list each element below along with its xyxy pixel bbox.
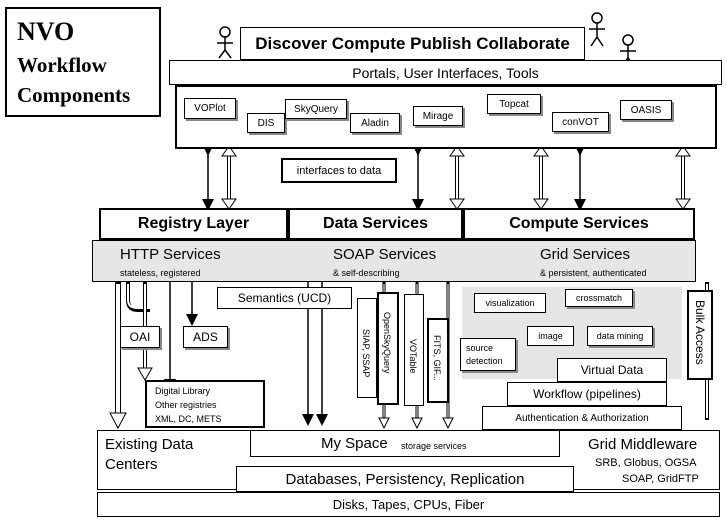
title-line-2: Workflow — [17, 53, 107, 77]
library-line-1: Digital Library — [155, 386, 211, 396]
soap-services-sub: & self-describing — [333, 268, 400, 278]
source-label: source — [466, 343, 494, 353]
votable-label: VOTable — [408, 339, 418, 374]
interfaces-label: interfaces to data — [281, 158, 397, 183]
bulk-access-label: Bulk Access — [693, 300, 707, 365]
openskyquery-box: OpenSkyQuery — [377, 292, 399, 405]
source-detection-box: source detection — [460, 338, 516, 371]
disks-box: Disks, Tapes, CPUs, Fiber — [97, 492, 720, 517]
banner: Discover Compute Publish Collaborate — [240, 27, 585, 60]
digital-library-box: Digital Library Other registries XML, DC… — [145, 380, 265, 428]
tool-aladin: Aladin — [350, 113, 400, 133]
workflow-pipelines: Workflow (pipelines) — [507, 382, 667, 406]
crossmatch-box: crossmatch — [565, 289, 633, 307]
virtual-data: Virtual Data — [557, 358, 667, 382]
grid-middleware-2: SOAP, GridFTP — [622, 473, 699, 485]
existing-data-1: Existing Data — [105, 436, 194, 453]
myspace-sub: storage services — [401, 441, 467, 451]
bulk-access-box: Bulk Access — [687, 290, 713, 380]
registry-layer: Registry Layer — [99, 208, 288, 240]
person-icon — [589, 12, 605, 47]
ads-box: ADS — [183, 326, 228, 348]
siap-ssap-label: SIAP, SSAP — [361, 329, 371, 378]
tool-voplot: VOPlot — [184, 98, 236, 119]
existing-data-2: Centers — [105, 456, 158, 473]
oai-box: OAI — [120, 326, 160, 348]
databases-box: Databases, Persistency, Replication — [236, 466, 574, 492]
detection-label: detection — [466, 356, 503, 366]
authentication-authorization: Authentication & Authorization — [482, 406, 682, 430]
soap-services: SOAP Services — [333, 246, 437, 263]
portals-label: Portals, User Interfaces, Tools — [169, 60, 722, 85]
http-services: HTTP Services — [120, 246, 221, 263]
myspace-label: My Space — [321, 435, 388, 452]
image-box: image — [527, 326, 574, 346]
tool-mirage: Mirage — [413, 106, 463, 126]
title-line-1: NVO — [17, 17, 75, 46]
data-mining-box: data mining — [587, 326, 653, 346]
services-band — [92, 240, 696, 282]
grid-services-sub: & persistent, authenticated — [540, 268, 647, 278]
http-services-sub: stateless, registered — [120, 268, 201, 278]
compute-services-layer: Compute Services — [463, 208, 695, 240]
fits-label: FITS, GIF... — [432, 335, 442, 382]
myspace-box: My Space storage services — [250, 430, 560, 457]
semantics-ucd: Semantics (UCD) — [217, 287, 352, 309]
grid-services: Grid Services — [540, 246, 631, 263]
person-icon — [217, 26, 233, 59]
tool-skyquery: SkyQuery — [285, 99, 347, 119]
library-line-2: Other registries — [155, 400, 217, 410]
tool-convot: conVOT — [552, 112, 609, 132]
library-line-3: XML, DC, METS — [155, 414, 222, 424]
fits-box: FITS, GIF... — [427, 318, 449, 403]
data-services-layer: Data Services — [288, 208, 463, 240]
grid-middleware: Grid Middleware — [588, 436, 698, 453]
siap-ssap-box: SIAP, SSAP — [357, 298, 377, 398]
votable-box: VOTable — [404, 294, 424, 406]
tool-oasis: OASIS — [620, 100, 672, 120]
grid-middleware-1: SRB, Globus, OGSA — [595, 457, 697, 469]
visualization-box: visualization — [474, 293, 546, 313]
title-box: NVO Workflow Components — [5, 7, 161, 117]
tool-dis: DIS — [247, 113, 285, 133]
openskyquery-label: OpenSkyQuery — [382, 312, 392, 374]
title-line-3: Components — [17, 83, 131, 107]
tool-topcat: Topcat — [487, 94, 541, 114]
